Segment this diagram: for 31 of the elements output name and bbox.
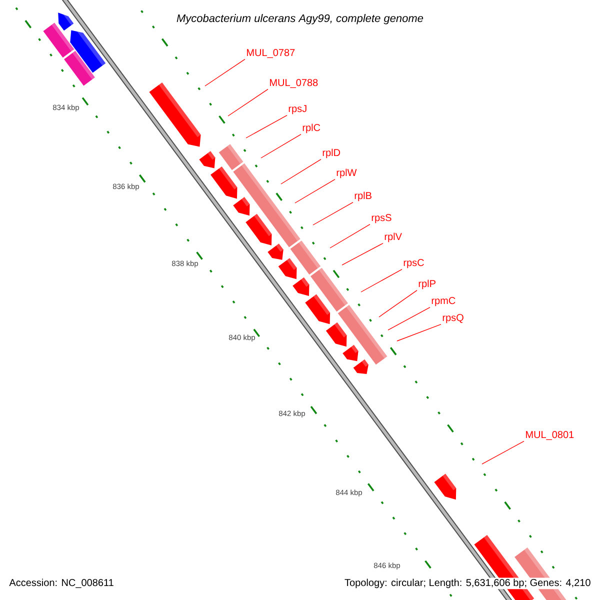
leader-line <box>342 242 384 266</box>
leader-line <box>312 202 354 226</box>
gene-label: rpsC <box>404 259 424 268</box>
leader-line <box>388 306 430 330</box>
leader-line <box>280 158 322 184</box>
leader-line <box>294 178 336 204</box>
leader-line <box>228 88 268 116</box>
genome-info-text: Topology: circular; Length: 5,631,606 bp; Genes: 4,210 <box>344 578 592 590</box>
title: Mycobacterium ulcerans Agy99, complete genome <box>176 14 424 24</box>
leader-line <box>360 268 402 292</box>
leader-line <box>396 324 442 342</box>
gene-label: rpsQ <box>442 314 464 324</box>
gene-label: rplB <box>354 192 372 202</box>
gene-label: rplC <box>302 124 320 134</box>
gene-label: rplV <box>384 232 402 242</box>
leader-line <box>330 224 370 248</box>
leader-line <box>204 58 246 86</box>
gene-label: rplW <box>336 168 357 178</box>
gene-label: rpsJ <box>288 105 306 114</box>
gene-label: rplP <box>418 280 436 290</box>
leader-line <box>260 134 302 158</box>
gene-label: MUL_0801 <box>526 431 574 440</box>
leader-line <box>378 290 418 318</box>
accession-text: Accession: NC_008611 <box>9 578 114 588</box>
gene-label: MUL_0787 <box>247 49 295 58</box>
gene-label: rpsS <box>372 214 392 224</box>
gene-label: rpmC <box>432 297 456 306</box>
leader-line <box>246 114 288 138</box>
gene-label: rplD <box>322 148 340 158</box>
gene-label: MUL_0788 <box>270 79 318 88</box>
leader-line <box>482 440 524 464</box>
